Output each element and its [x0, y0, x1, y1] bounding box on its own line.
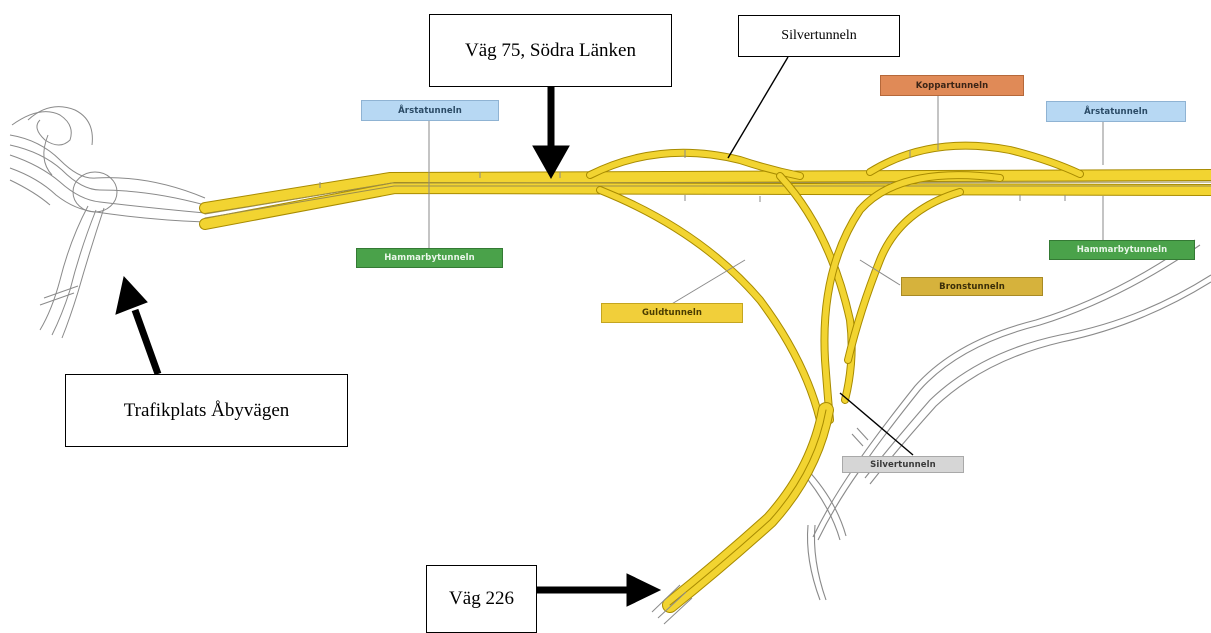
callout-silver-top: Silvertunneln — [738, 15, 900, 57]
tag-koppar: Koppartunneln — [880, 75, 1024, 96]
road-226-surface — [651, 584, 693, 625]
tag-hammarby-left: Hammarbytunneln — [356, 248, 503, 268]
tag-leaders — [428, 95, 1104, 306]
tag-guld: Guldtunneln — [601, 303, 743, 323]
tag-arsta-right: Årstatunneln — [1046, 101, 1186, 122]
tag-arsta-left: Årstatunneln — [361, 100, 499, 121]
tunnel-ticks — [319, 150, 1066, 202]
tag-hammarby-right: Hammarbytunneln — [1049, 240, 1195, 260]
tag-silver-small: Silvertunneln — [842, 456, 964, 473]
abyvagen-interchange — [9, 106, 206, 339]
callout-junction: Trafikplats Åbyvägen — [65, 374, 348, 447]
callout-main-road: Väg 75, Södra Länken — [429, 14, 672, 87]
tag-brons: Bronstunneln — [901, 277, 1043, 296]
callout-road-226: Väg 226 — [426, 565, 537, 633]
tunnel-roads — [199, 141, 1211, 613]
surface-roads-east — [799, 239, 1211, 601]
callout-pointers — [115, 56, 914, 607]
